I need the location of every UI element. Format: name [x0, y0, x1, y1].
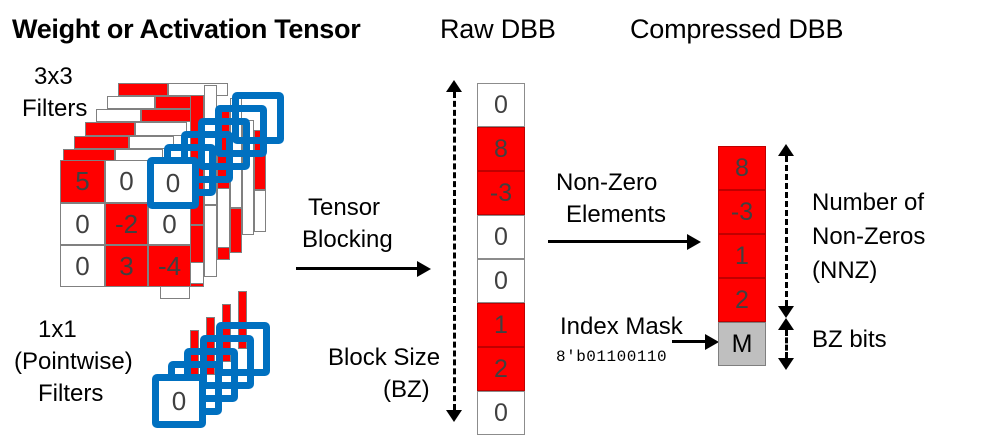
- arrow-nonzero-head: [687, 234, 701, 250]
- arrow-index-mask-head: [705, 334, 719, 350]
- compressed-dbb-cell-2: 1: [718, 234, 766, 278]
- arrow-tensor-blocking-head: [417, 261, 431, 277]
- compressed-dbb-cell-1: -3: [718, 190, 766, 234]
- bz-bits-arrow-head-bottom: [778, 358, 794, 370]
- nnz-arrow-head-bottom: [778, 306, 794, 318]
- label-1x1-line1: 1x1: [38, 316, 77, 343]
- matrix-cell-r1c1: -2: [105, 203, 148, 245]
- matrix-cell-r2c2: -4: [148, 245, 191, 287]
- arrow-tensor-blocking-line: [296, 267, 418, 270]
- raw-dbb-cell-0: 0: [477, 83, 525, 127]
- raw-dbb-cell-5: 1: [477, 303, 525, 347]
- label-bz-bits: BZ bits: [812, 326, 887, 353]
- label-nnz-line1: Number of: [812, 189, 925, 216]
- matrix-cell-r2c0: 0: [60, 245, 105, 287]
- matrix-cell-r0c1: 0: [105, 160, 148, 203]
- label-nnz-line2: Non-Zeros: [812, 223, 926, 250]
- block-size-arrow-head-bottom: [446, 410, 462, 422]
- raw-dbb-cell-7: 0: [477, 391, 525, 435]
- index-mask-value: 8'b01100110: [556, 348, 668, 366]
- raw-dbb-cell-3: 0: [477, 215, 525, 259]
- label-1x1-line3: Filters: [38, 380, 104, 407]
- block-size-arrow-head-top: [446, 80, 462, 92]
- heading-weight-activation-tensor: Weight or Activation Tensor: [12, 14, 361, 44]
- compressed-dbb-cell-mask: M: [718, 322, 766, 366]
- label-1x1-line2: (Pointwise): [14, 348, 133, 375]
- heading-compressed-dbb: Compressed DBB: [630, 14, 844, 44]
- raw-dbb-cell-2: -3: [477, 171, 525, 215]
- raw-dbb-cell-1: 8: [477, 127, 525, 171]
- label-tensor-blocking-line2: Blocking: [302, 226, 393, 253]
- label-nnz-line3: (NNZ): [812, 257, 878, 284]
- matrix-cell-r0c0: 5: [60, 160, 105, 203]
- matrix-cell-r2c1: 3: [105, 245, 148, 287]
- highlight-box-front-value: 0: [165, 167, 181, 198]
- nnz-arrow-head-top: [778, 144, 794, 156]
- arrow-nonzero-line: [548, 240, 688, 243]
- label-tensor-blocking-line1: Tensor: [308, 194, 381, 221]
- pointwise-box-front-value: 0: [171, 385, 187, 416]
- arrow-index-mask-line: [672, 340, 706, 343]
- label-nonzero-line2: Elements: [566, 201, 667, 228]
- compressed-dbb-cell-0: 8: [718, 146, 766, 190]
- compressed-dbb-cell-3: 2: [718, 278, 766, 322]
- raw-dbb-cell-6: 2: [477, 347, 525, 391]
- matrix-cell-r1c0: 0: [60, 203, 105, 245]
- heading-raw-dbb: Raw DBB: [440, 14, 556, 44]
- label-3x3-filters-line1: 3x3: [34, 63, 73, 90]
- label-block-size-line1: Block Size: [328, 344, 441, 371]
- highlight-box-front: [147, 157, 199, 209]
- pointwise-box-front: [152, 374, 206, 428]
- nnz-arrow-line: [785, 156, 788, 306]
- label-3x3-filters-line2: Filters: [22, 95, 88, 122]
- label-block-size-line2: (BZ): [383, 376, 430, 403]
- bz-bits-arrow-head-top: [778, 318, 794, 330]
- label-index-mask: Index Mask: [560, 313, 683, 340]
- block-size-arrow-line: [453, 92, 456, 410]
- raw-dbb-cell-4: 0: [477, 259, 525, 303]
- matrix-cell-r1c2: 0: [148, 203, 191, 245]
- label-nonzero-line1: Non-Zero: [556, 169, 658, 196]
- bz-bits-arrow-line: [785, 330, 788, 358]
